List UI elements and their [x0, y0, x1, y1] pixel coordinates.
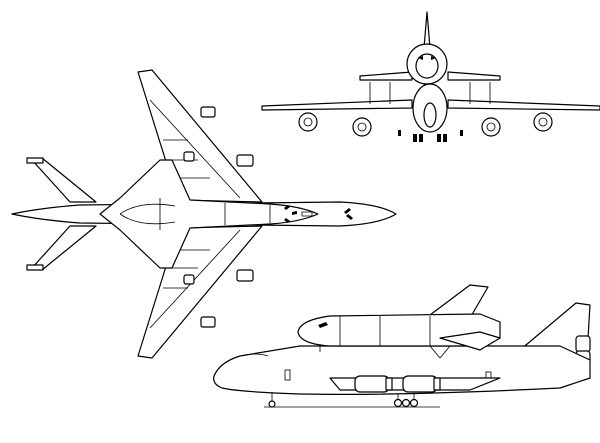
- top-view-engine: [183, 151, 195, 162]
- side-view-fuselage: [213, 345, 591, 395]
- side-view: [213, 284, 591, 408]
- front-view-engine: [533, 112, 553, 132]
- top-view-engine: [200, 316, 216, 328]
- front-view: [261, 11, 600, 142]
- top-view: [11, 69, 397, 359]
- top-view-engine: [183, 274, 195, 285]
- top-view-orbiter: [99, 159, 319, 269]
- front-view-engine: [298, 112, 318, 132]
- top-view-engine: [236, 269, 254, 282]
- side-view-engine: [354, 375, 390, 393]
- side-view-engine: [402, 375, 438, 393]
- top-view-engine: [200, 106, 216, 118]
- top-view-stabilizer: [31, 225, 97, 271]
- side-view-landing-gear: [264, 392, 440, 408]
- top-view-engine: [236, 154, 254, 167]
- front-view-engine: [481, 117, 501, 137]
- side-view-orbiter-fin: [429, 284, 489, 319]
- top-view-stabilizer: [31, 157, 97, 203]
- front-view-landing-gear: [398, 130, 463, 142]
- front-view-orbiter-fin: [423, 11, 431, 49]
- front-view-engine: [352, 117, 372, 137]
- front-view-wing: [447, 99, 600, 111]
- front-view-wing: [261, 99, 413, 111]
